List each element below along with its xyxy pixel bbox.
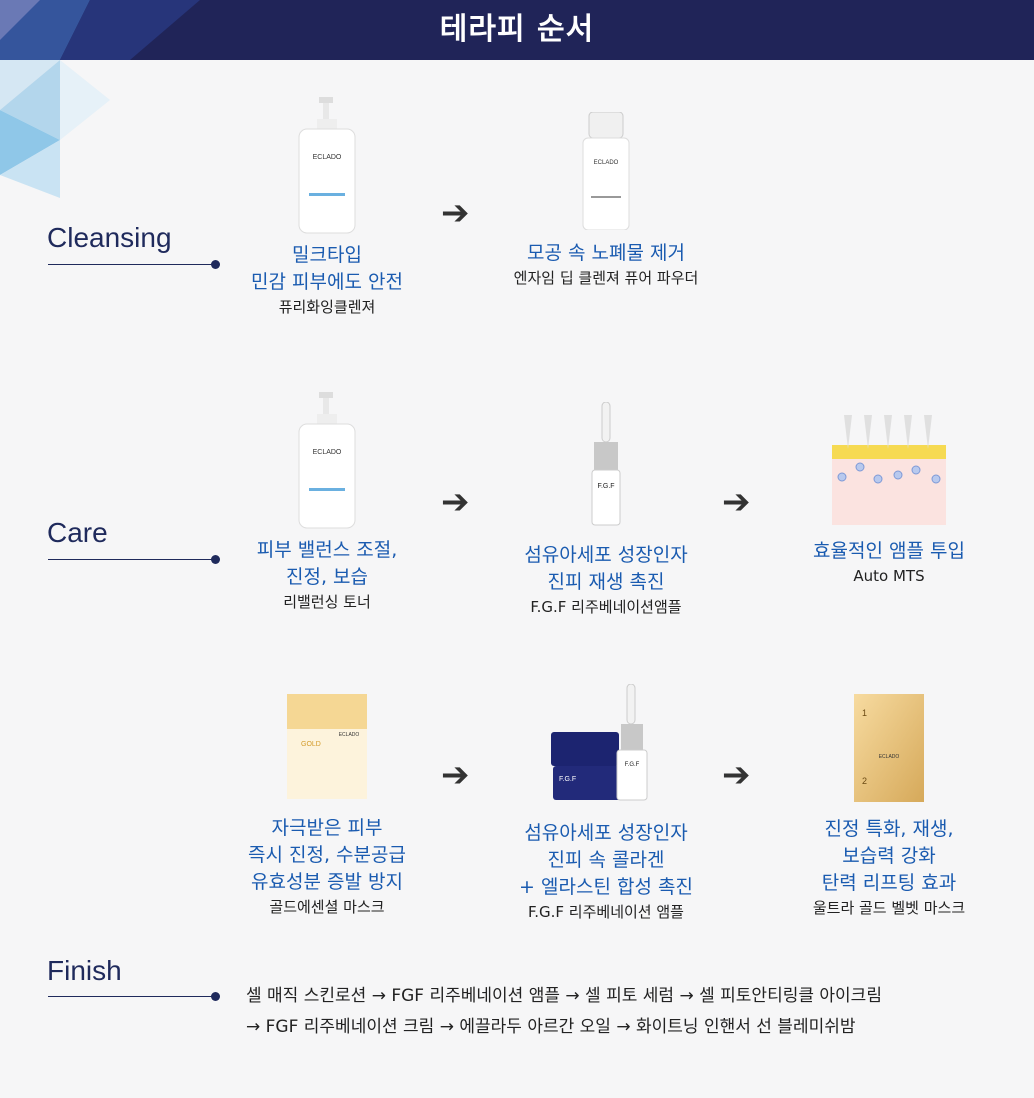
section-label-cleansing: Cleansing [47,222,172,253]
svg-text:ECLADO: ECLADO [313,449,342,456]
product-name: F.G.F 리주베네이션앰플 [530,598,682,616]
finish-step-line: → FGF 리주베네이션 크림 → 에끌라두 아르간 오일 → 화이트닝 인핸서… [246,1017,856,1037]
section-line [48,996,216,997]
product-benefit: 즉시 진정, 수분공급 [248,844,406,866]
svg-text:2: 2 [862,776,867,786]
product-enzyme-cleanser: ECLADO 모공 속 노폐물 제거 엔자임 딥 클렌져 퓨어 파우더 [486,111,726,289]
arrow-right-icon: ➔ [441,755,470,795]
gold-mask-image: GOLD ECLADO [287,694,367,799]
product-benefit: 민감 피부에도 안전 [251,271,403,293]
svg-text:F.G.F: F.G.F [597,483,614,490]
product-name: 엔자임 딥 클렌져 퓨어 파우더 [513,269,699,287]
svg-text:F.G.F: F.G.F [625,762,640,768]
svg-text:GOLD: GOLD [301,741,321,748]
section-label-finish: Finish [47,955,122,986]
section-line [48,559,216,560]
powder-bottle-image: ECLADO [581,111,631,231]
product-fgf-ampoule: F.G.F 섬유아세포 성장인자 진피 재생 촉진 F.G.F 리주베네이션앰플 [486,401,726,618]
product-auto-mts: 효율적인 앰플 투입 Auto MTS [769,415,1009,587]
product-benefit: 효율적인 앰플 투입 [813,540,965,562]
brand-label: ECLADO [313,154,342,161]
product-name: 골드에센셜 마스크 [269,898,385,916]
product-benefit: 섬유아세포 성장인자 [524,544,688,566]
arrow-right-icon: ➔ [441,193,470,233]
section-dot [211,992,220,1001]
product-benefit: 보습력 강화 [842,845,936,867]
ampoule-image: F.G.F [586,401,626,527]
svg-text:F.G.F: F.G.F [559,776,576,783]
product-name: 리밸런싱 토너 [283,593,371,611]
product-purifying-cleanser: ECLADO 밀크타입 민감 피부에도 안전 퓨리화잉클렌져 [207,97,447,318]
section-line [48,264,216,265]
product-name: Auto MTS [853,567,925,585]
product-benefit: 피부 밸런스 조절, [256,539,398,561]
section-dot [211,260,220,269]
product-ultra-gold-velvet-mask: 1 2 ECLADO 진정 특화, 재생, 보습력 강화 탄력 리프팅 효과 울… [769,694,1009,919]
product-benefit: 자극받은 피부 [271,817,383,839]
product-gold-essential-mask: GOLD ECLADO 자극받은 피부 즉시 진정, 수분공급 유효성분 증발 … [207,694,447,918]
product-benefit: 모공 속 노폐물 제거 [527,242,685,264]
product-benefit: 섬유아세포 성장인자 [524,822,688,844]
finish-step-line: 셀 매직 스킨로션 → FGF 리주베네이션 앰플 → 셀 피토 세럼 → 셀 … [246,986,882,1006]
section-label-care: Care [47,517,108,548]
product-benefit: 진피 재생 촉진 [547,571,665,593]
product-benefit: 밀크타입 [292,244,362,266]
product-benefit: 탄력 리프팅 효과 [821,872,957,894]
svg-text:ECLADO: ECLADO [339,732,360,738]
svg-text:1: 1 [862,708,867,718]
svg-text:ECLADO: ECLADO [594,160,619,166]
arrow-right-icon: ➔ [441,482,470,522]
product-benefit: 유효성분 증발 방지 [251,871,403,893]
cream-and-ampoule-image: F.G.F F.G.F [551,683,661,804]
product-benefit: 진피 속 콜라겐 [547,849,665,871]
toner-bottle-image: ECLADO [297,392,357,529]
product-fgf-cream-ampoule: F.G.F F.G.F 섬유아세포 성장인자 진피 속 콜라겐 + 엘라스틴 합… [486,683,726,923]
product-benefit: 진정 특화, 재생, [824,818,954,840]
product-name: 퓨리화잉클렌져 [278,298,376,316]
section-dot [211,555,220,564]
velvet-mask-image: 1 2 ECLADO [854,694,924,802]
product-name: F.G.F 리주베네이션 앰플 [528,903,684,921]
product-benefit: 진정, 보습 [286,566,368,588]
page-title: 테라피 순서 [439,12,595,47]
arrow-right-icon: ➔ [722,755,751,795]
product-name: 울트라 골드 벨벳 마스크 [812,899,966,917]
cleanser-bottle-image: ECLADO [297,97,357,234]
skin-diagram-image [832,415,946,525]
svg-text:ECLADO: ECLADO [879,754,900,760]
geometric-decoration [0,0,200,198]
product-rebalancing-toner: ECLADO 피부 밸런스 조절, 진정, 보습 리밸런싱 토너 [207,392,447,613]
arrow-right-icon: ➔ [722,482,751,522]
product-benefit: + 엘라스틴 합성 촉진 [519,876,693,898]
